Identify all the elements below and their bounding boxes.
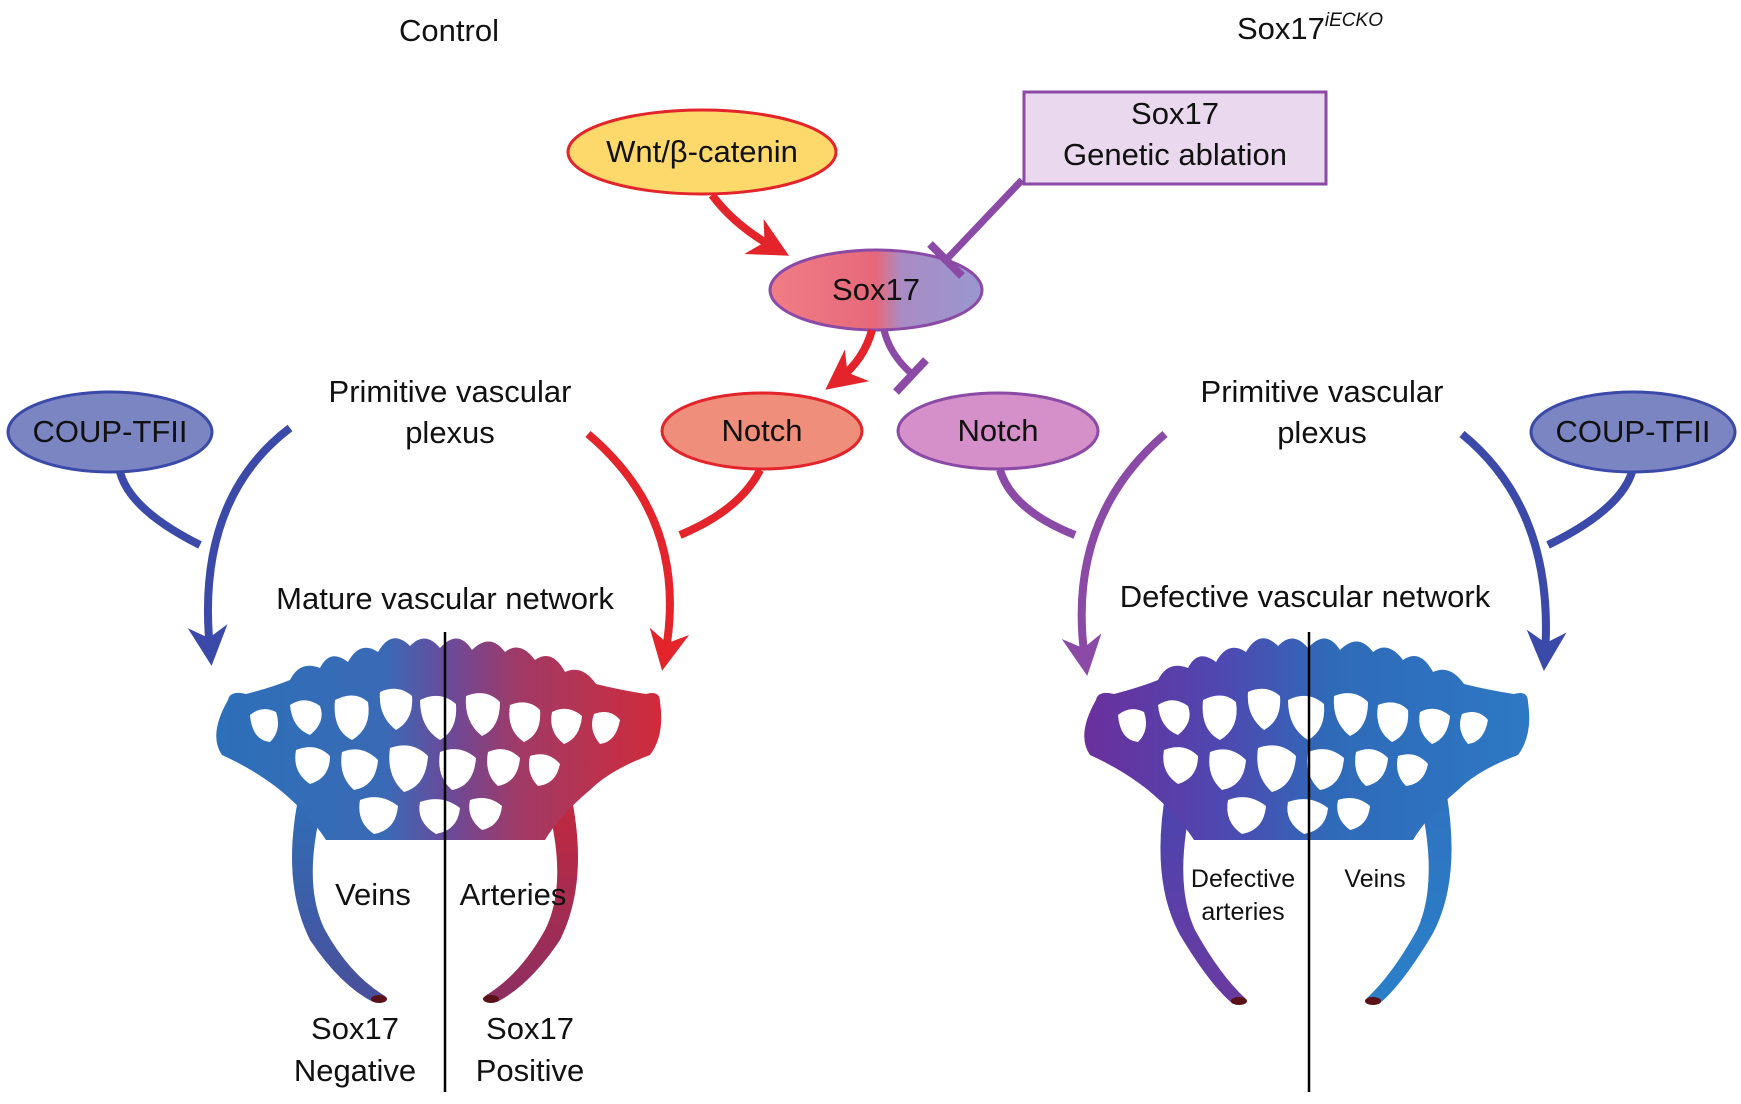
notch-right-node: [896, 391, 1100, 471]
knockout-header-base: Sox17: [1237, 11, 1325, 46]
coup-right-label: COUP-TFII: [1555, 414, 1711, 449]
sox17-negative-line2: Negative: [293, 1053, 417, 1088]
ablation-inhibit-line: [943, 177, 1025, 263]
notch-right-label: Notch: [957, 413, 1039, 448]
mature-vascular-network: [216, 638, 662, 1003]
defective-arteries-line2: arteries: [1201, 898, 1285, 926]
coup-left-label: COUP-TFII: [32, 414, 188, 449]
sox17-negative-line1: Sox17: [311, 1011, 399, 1046]
defective-vascular-network: [1084, 638, 1530, 1005]
sox17-positive-line1: Sox17: [486, 1011, 574, 1046]
veins-label-left: Veins: [335, 877, 411, 912]
ablation-label-line1: Sox17: [1131, 96, 1219, 131]
ablation-inhibit-bar: [927, 241, 965, 279]
ablation-node: [1022, 90, 1328, 186]
wnt-label: Wnt/β-catenin: [606, 134, 798, 169]
left-plexus-line1: Primitive vascular: [328, 374, 572, 409]
wnt-node: [566, 108, 838, 196]
sox17-inhibit-notch-bar: [893, 357, 929, 395]
wnt-to-sox17-arrow: [708, 192, 790, 256]
right-plexus-line1: Primitive vascular: [1200, 374, 1444, 409]
plexus-right-to-veins-arrow: [1459, 430, 1567, 671]
right-plexus-line2: plexus: [1277, 415, 1367, 450]
veins-label-right: Veins: [1344, 865, 1406, 893]
coup-left-node: [6, 390, 214, 474]
notch-left-label: Notch: [721, 413, 803, 448]
knockout-header: Sox17iECKO: [1210, 10, 1410, 47]
defective-arteries-line1: Defective: [1190, 865, 1296, 893]
knockout-header-superscript: iECKO: [1324, 10, 1383, 31]
plexus-left-to-arteries-arrow: [585, 430, 690, 671]
coup-right-stem: [1546, 470, 1636, 549]
sox17-positive-line2: Positive: [475, 1053, 585, 1088]
notch-left-stem: [678, 468, 764, 539]
arteries-label: Arteries: [459, 877, 567, 912]
left-network-title: Mature vascular network: [276, 581, 614, 616]
coup-left-stem: [116, 470, 202, 549]
right-network-title: Defective vascular network: [1119, 579, 1491, 614]
plexus-left-to-veins-arrow: [187, 424, 293, 666]
left-plexus-line2: plexus: [405, 415, 495, 450]
ablation-label-line2: Genetic ablation: [1062, 137, 1288, 172]
sox17-label: Sox17: [832, 272, 920, 307]
control-header: Control: [399, 13, 499, 48]
coup-right-node: [1529, 390, 1737, 474]
plexus-right-to-defective-arrow: [1061, 430, 1168, 676]
notch-left-node: [660, 391, 864, 471]
sox17-inhibit-notch-line: [880, 329, 915, 377]
sox17-node: [768, 248, 984, 332]
sox17-to-notch-arrow: [825, 328, 876, 390]
notch-right-stem: [996, 468, 1077, 539]
